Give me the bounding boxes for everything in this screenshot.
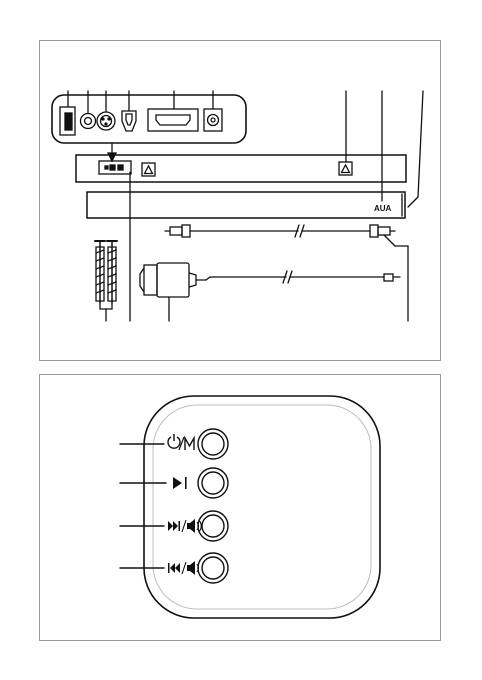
- power-mode-button[interactable]: [198, 429, 228, 459]
- brand-mark-layer: AUA: [40, 41, 440, 360]
- previous-volume-down-button[interactable]: [198, 553, 228, 583]
- brand-mark: AUA: [374, 204, 392, 213]
- next-volume-up-button[interactable]: [198, 511, 228, 541]
- previous-volume-down-icon: [168, 561, 199, 575]
- next-volume-up-icon: [168, 519, 201, 533]
- play-pause-icon: [173, 477, 187, 489]
- control-panel-illustration: [40, 375, 440, 640]
- control-panel-view: [39, 374, 441, 641]
- power-mode-symbol-icon: [168, 434, 194, 450]
- play-pause-button[interactable]: [198, 468, 228, 498]
- components-panel: AUA: [39, 40, 441, 361]
